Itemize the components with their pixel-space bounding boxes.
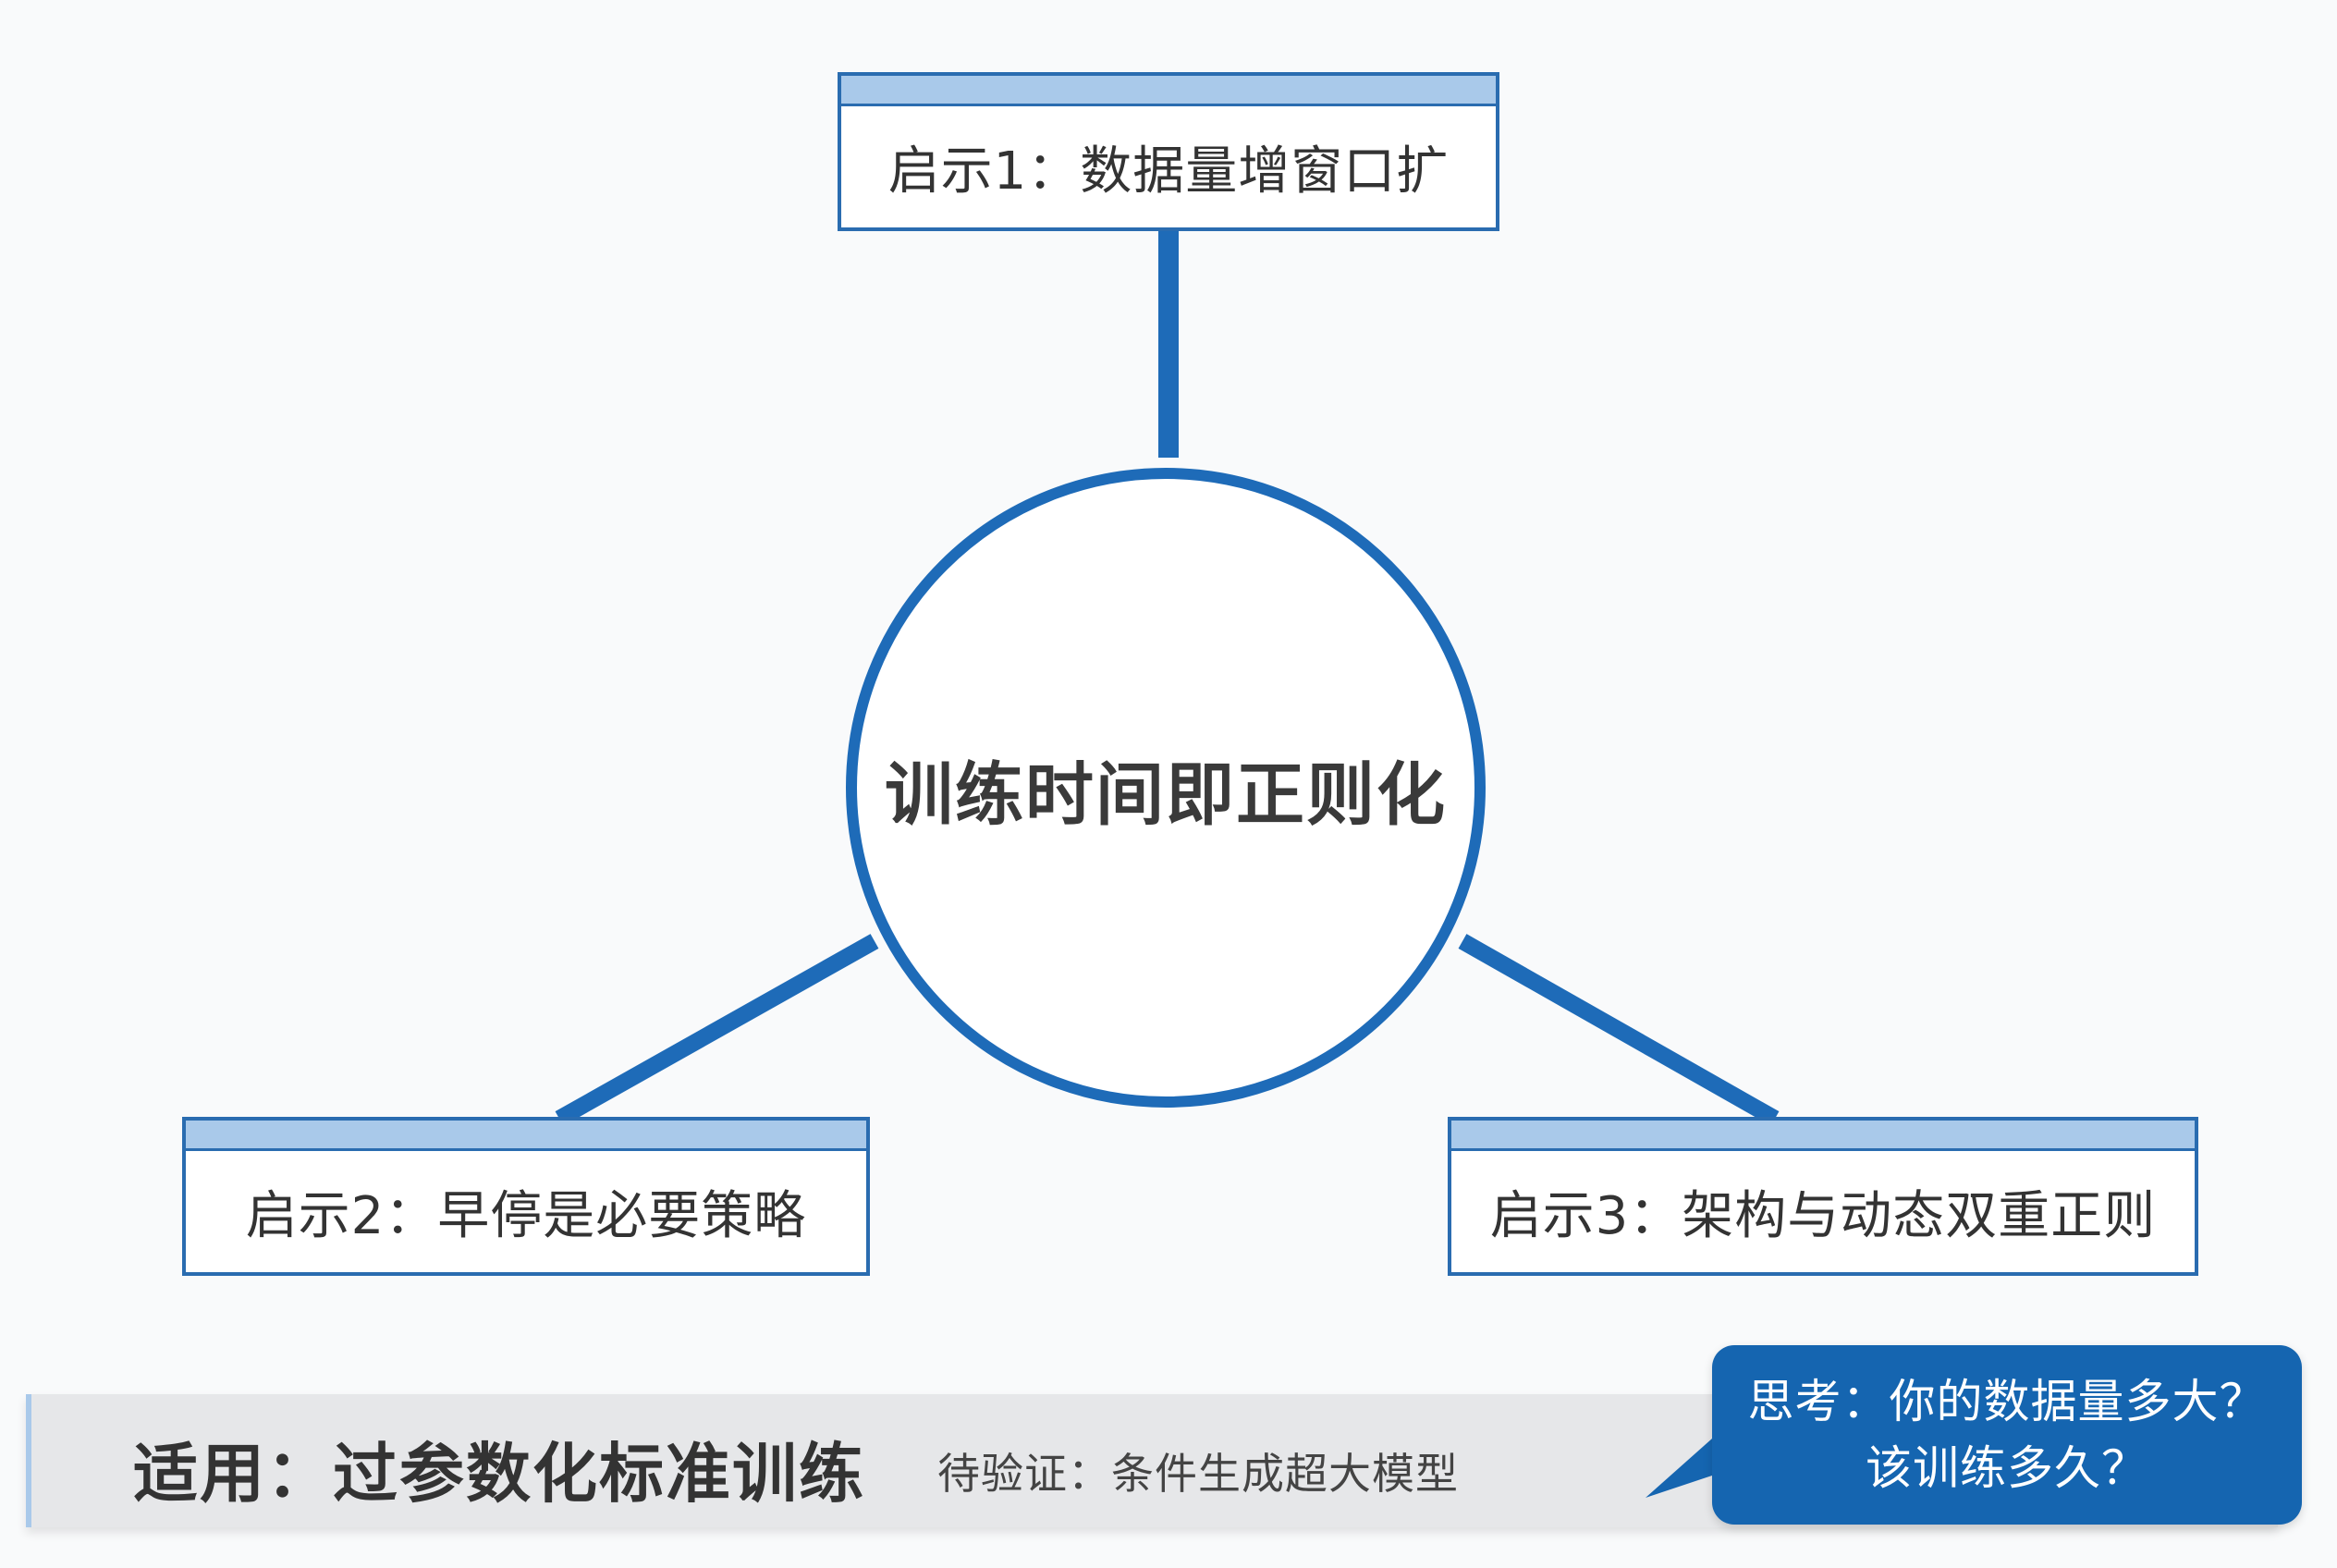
- insight-box-header: [841, 76, 1496, 106]
- insight-box-3: 启示3：架构与动态双重正则: [1448, 1117, 2198, 1276]
- center-circle: [846, 468, 1486, 1108]
- connector-left: [555, 934, 879, 1126]
- insight-box-header: [1451, 1121, 2195, 1151]
- center-label: 训练时间即正则化: [885, 754, 1447, 835]
- insight-box-header: [186, 1121, 866, 1151]
- center-node: 训练时间即正则化: [844, 467, 1487, 1110]
- think-line-2: 该训练多久？: [1866, 1441, 2148, 1495]
- bubble-tail-shape: [1646, 1424, 1729, 1498]
- think-bubble: 思考：你的数据量多大？ 该训练多久？: [1712, 1345, 2302, 1525]
- applicable-label: 适用：过参数化标准训练: [133, 1436, 865, 1512]
- insight-label-2: 启示2：早停是必要策略: [245, 1185, 807, 1246]
- insight-label-1: 启示1：数据量增窗口扩: [887, 141, 1450, 202]
- pending-label: 待验证：条件生成超大模型: [937, 1449, 1459, 1499]
- connector-right: [1458, 934, 1780, 1126]
- bubble-tail: [1646, 1424, 1729, 1498]
- think-line-1: 思考：你的数据量多大？: [1747, 1375, 2267, 1428]
- insight-box-1: 启示1：数据量增窗口扩: [838, 72, 1499, 231]
- insight-label-3: 启示3：架构与动态双重正则: [1489, 1185, 2157, 1246]
- insight-box-2: 启示2：早停是必要策略: [182, 1117, 870, 1276]
